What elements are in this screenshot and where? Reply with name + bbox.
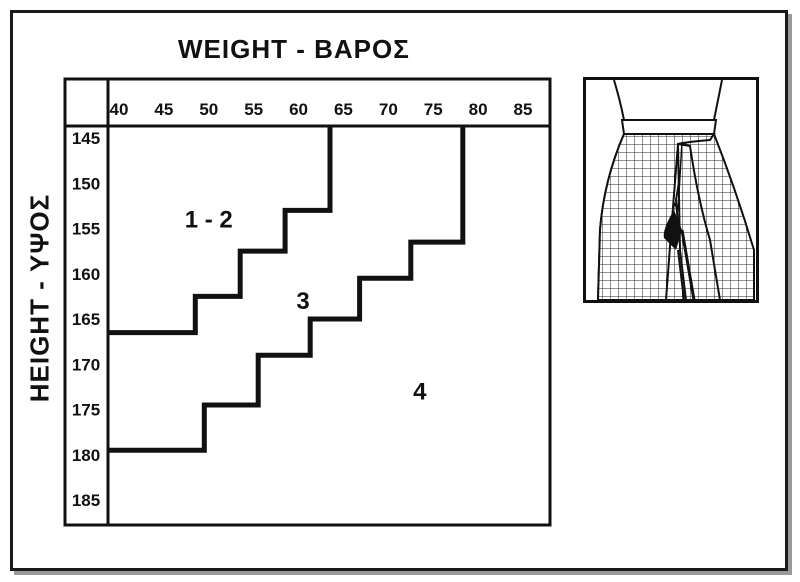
height-tick-label: 165	[72, 310, 100, 329]
weight-tick-label: 40	[110, 100, 129, 119]
weight-tick-label: 65	[334, 100, 353, 119]
size-zone-label: 3	[296, 288, 309, 315]
weight-tick-label: 70	[379, 100, 398, 119]
size-boundary-2	[108, 126, 466, 453]
size-zone-label: 4	[413, 378, 427, 405]
height-tick-label: 150	[72, 174, 100, 193]
height-tick-label: 180	[72, 446, 100, 465]
tights-illustration	[583, 77, 759, 303]
weight-tick-label: 60	[289, 100, 308, 119]
height-tick-label: 170	[72, 355, 100, 374]
height-tick-label: 185	[72, 491, 100, 510]
table-outer-border	[63, 77, 552, 527]
weight-tick-label: 80	[469, 100, 488, 119]
weight-tick-label: 50	[199, 100, 218, 119]
weight-tick-label: 75	[424, 100, 443, 119]
weight-tick-label: 55	[244, 100, 263, 119]
height-tick-label: 175	[72, 401, 100, 420]
weight-tick-label: 85	[514, 100, 533, 119]
tights-legs-icon	[596, 80, 755, 300]
size-boundary-1	[108, 126, 333, 336]
height-tick-label: 145	[72, 129, 100, 148]
size-zone-label: 1 - 2	[185, 206, 233, 233]
weight-tick-label: 45	[154, 100, 173, 119]
weight-axis-title: WEIGHT - ΒΑΡΟΣ	[178, 34, 410, 64]
height-tick-label: 160	[72, 265, 100, 284]
height-tick-label: 155	[72, 220, 100, 239]
